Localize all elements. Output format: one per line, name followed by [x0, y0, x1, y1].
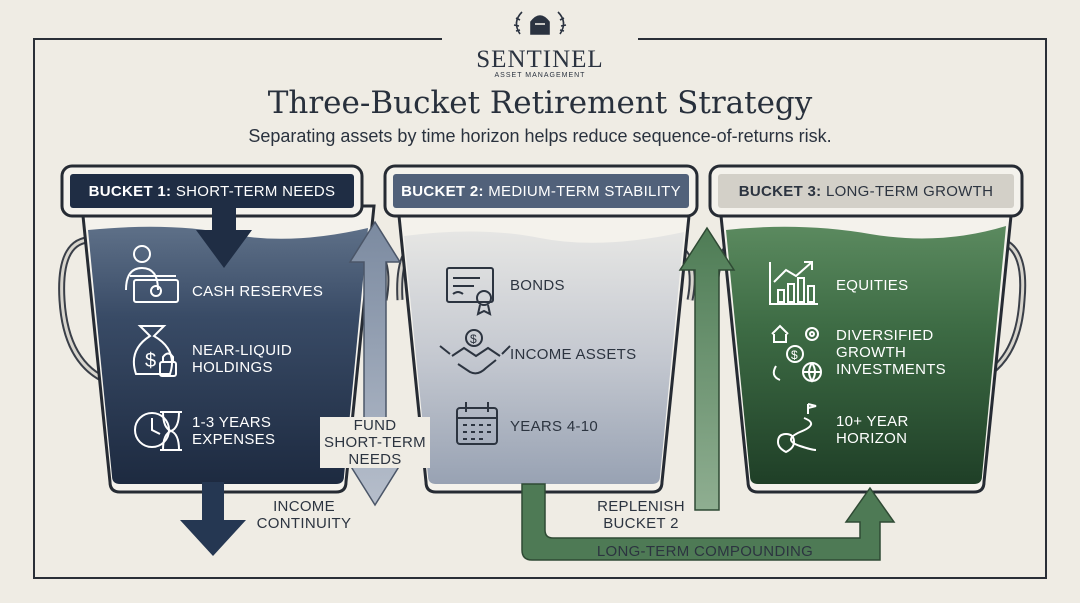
compounding-label: LONG-TERM COMPOUNDING	[596, 543, 814, 560]
bucket-2-item-years: YEARS 4-10	[510, 418, 599, 435]
income-continuity-label: INCOME CONTINUITY	[256, 498, 352, 532]
money-bag-lock-icon: $	[132, 325, 177, 377]
bucket-3-item-diversified: DIVERSIFIED GROWTH INVESTMENTS	[836, 327, 946, 378]
bucket-2-title-bold: BUCKET 2:	[401, 183, 484, 200]
bucket-1-title-bold: BUCKET 1:	[88, 183, 172, 200]
bucket-3-item-horizon: 10+ YEAR HORIZON	[836, 413, 909, 447]
income-continuity-arrow-icon	[180, 482, 246, 556]
bucket-1-liquid	[88, 226, 368, 485]
calendar-icon	[456, 402, 498, 445]
cash-icon	[125, 245, 179, 303]
fund-short-term-label: FUND SHORT-TERM NEEDS	[320, 417, 430, 468]
growth-chart-icon	[769, 261, 818, 305]
certificate-icon	[446, 267, 494, 316]
bucket-3-title: BUCKET 3: LONG-TERM GROWTH	[718, 183, 1014, 200]
bucket-2-liquid	[404, 231, 684, 484]
bucket-1-item-near-liquid: NEAR-LIQUID HOLDINGS	[192, 342, 292, 376]
page-title: Three-Bucket Retirement Strategy	[267, 85, 813, 121]
bucket-2-item-income: INCOME ASSETS	[510, 346, 637, 363]
svg-text:$: $	[145, 350, 156, 372]
replenish-label: REPLENISH BUCKET 2	[597, 498, 685, 532]
diversified-icon: $	[771, 324, 822, 383]
brand-name: SENTINEL	[476, 46, 604, 73]
svg-text:$: $	[791, 348, 798, 362]
bucket-1-title: BUCKET 1: SHORT-TERM NEEDS	[70, 183, 354, 200]
bucket-3-title-bold: BUCKET 3:	[738, 183, 822, 200]
bucket-1-title-rest: SHORT-TERM NEEDS	[175, 183, 336, 200]
inflow-arrow-icon	[196, 208, 252, 268]
replenish-arrow-icon	[678, 226, 736, 511]
page-subtitle: Separating assets by time horizon helps …	[248, 126, 832, 146]
bucket-3-item-equities: EQUITIES	[836, 277, 909, 294]
sentinel-logo-icon	[513, 11, 567, 35]
compounding-arrow-icon	[521, 483, 896, 561]
fund-short-term-arrow-icon	[348, 220, 402, 507]
bucket-2-title: BUCKET 2: MEDIUM-TERM STABILITY	[393, 183, 689, 200]
road-horizon-icon	[776, 403, 817, 454]
bucket-1-item-years: 1-3 YEARS EXPENSES	[192, 414, 276, 448]
bucket-2-title-rest: MEDIUM-TERM STABILITY	[488, 183, 681, 200]
bucket-1-item-cash: CASH RESERVES	[192, 283, 324, 300]
handshake-icon: $	[439, 329, 511, 375]
bucket-3-liquid	[726, 226, 1006, 484]
svg-text:$: $	[470, 332, 477, 346]
frame-gap	[442, 30, 638, 46]
clock-hourglass-icon	[134, 411, 182, 451]
brand-subtitle: ASSET MANAGEMENT	[494, 72, 586, 79]
bucket-3-title-rest: LONG-TERM GROWTH	[825, 183, 994, 200]
bucket-2-item-bonds: BONDS	[510, 277, 565, 294]
